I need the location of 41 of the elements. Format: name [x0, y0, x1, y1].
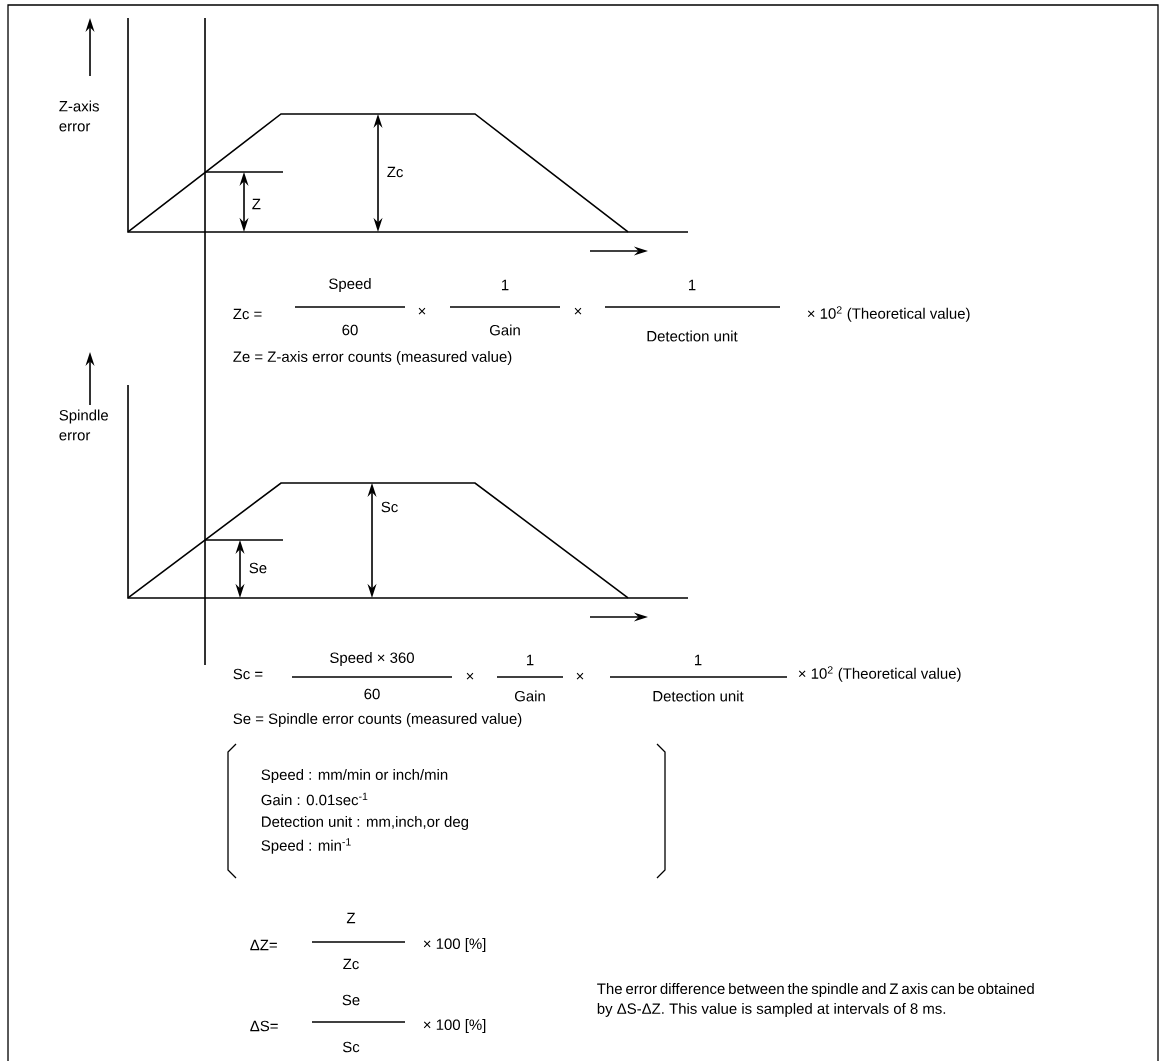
formula-text: Detection unit — [653, 690, 744, 702]
formula-text: × 10$^{2}$ (Theoretical value) — [807, 306, 970, 322]
formula-text: 60 — [364, 688, 380, 700]
formula-text: Sc — [342, 1041, 360, 1053]
formula-text: 1 — [527, 654, 534, 666]
axis-label: Spindle error — [59, 409, 108, 441]
unit-note: Gain : 0.01sec$^{-1}$ — [261, 792, 368, 806]
formula-text: Sc = — [233, 668, 263, 680]
formula-text: ΔZ= — [250, 939, 277, 951]
formula-text: Ze = Z-axis error counts (measured value) — [233, 351, 512, 365]
formula-text: 60 — [342, 324, 358, 336]
dimension-label: Zc — [387, 166, 403, 178]
formula-text: Gain — [489, 324, 520, 336]
formula-text: Gain — [514, 690, 545, 702]
formula-text: × — [574, 307, 582, 315]
dimension-label: Sc — [381, 501, 398, 513]
formula-text: Zc — [343, 958, 359, 970]
formula-text: × — [466, 672, 474, 680]
formula-text: Se — [342, 994, 360, 1006]
formula-text: × — [418, 307, 426, 315]
formula-text: × 10$^{2}$ (Theoretical value) — [798, 666, 961, 682]
formula-text: × 100 [%] — [423, 938, 486, 952]
formula-text: 1 — [695, 654, 702, 666]
formula-text: ΔS= — [250, 1020, 278, 1032]
axis-label: Z-axis error — [59, 100, 99, 132]
formula-text: Se = Spindle error counts (measured value) — [233, 713, 522, 727]
formula-text: × 100 [%] — [423, 1019, 486, 1033]
formula-text: Speed × 360 — [330, 652, 414, 666]
dimension-label: Z — [252, 198, 261, 210]
formula-text: 1 — [502, 279, 509, 291]
formula-text: Detection unit — [647, 330, 738, 342]
formula-text: Zc = — [233, 308, 262, 320]
dimension-label: Se — [249, 562, 267, 574]
note-paragraph: The error difference between the spindle and Z axis can be obtained by ΔS-ΔZ. This value is sampled at intervals of 8 ms. — [597, 983, 1034, 1017]
formula-text: Speed — [329, 278, 371, 292]
unit-note: Speed : min$^{-1}$ — [261, 838, 351, 854]
unit-note: Detection unit : mm,inch,or deg — [262, 816, 468, 830]
formula-text: Z — [346, 912, 356, 924]
formula-text: × — [576, 672, 584, 680]
formula-text: 1 — [689, 279, 696, 291]
unit-note: Speed : mm/min or inch/min — [261, 769, 448, 783]
